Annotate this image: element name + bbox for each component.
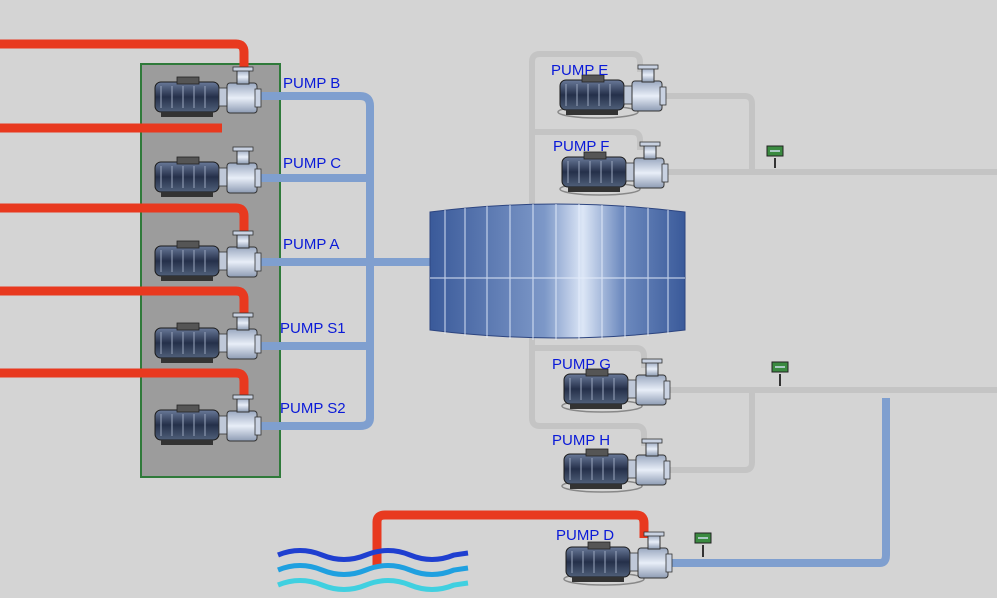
tank-icon <box>429 203 686 340</box>
pump-b-label: PUMP B <box>283 75 340 92</box>
motor-pump-icon[interactable] <box>154 394 262 445</box>
motor-pump-icon[interactable] <box>559 141 669 196</box>
motor-pump-icon[interactable] <box>154 312 262 363</box>
motor-pump-icon[interactable] <box>563 531 673 586</box>
motor-pump-icon[interactable] <box>561 438 671 493</box>
hot-supply-pipes <box>0 39 649 566</box>
pump-d-label: PUMP D <box>556 527 614 544</box>
pump-s1-label: PUMP S1 <box>280 320 346 337</box>
valve-icon[interactable] <box>766 145 784 168</box>
red-pipe-a <box>0 203 249 232</box>
motor-pump-icon[interactable] <box>557 64 667 119</box>
red-pipe-s2 <box>0 368 249 396</box>
red-pipe-s1 <box>0 286 249 316</box>
motor-pump-icon[interactable] <box>154 66 262 117</box>
gray-pipes <box>529 51 997 473</box>
valve-icon[interactable] <box>694 532 712 557</box>
pump-g-label: PUMP G <box>552 356 611 373</box>
motor-pump-icon[interactable] <box>154 230 262 281</box>
pump-h-label: PUMP H <box>552 432 610 449</box>
red-pipe-d <box>372 510 649 566</box>
pump-a-label: PUMP A <box>283 236 339 253</box>
motor-pump-icon[interactable] <box>561 358 671 413</box>
pump-s2-label: PUMP S2 <box>280 400 346 417</box>
valve-icon[interactable] <box>771 361 789 386</box>
pump-c-label: PUMP C <box>283 155 341 172</box>
pump-f-label: PUMP F <box>553 138 609 155</box>
pump-e-label: PUMP E <box>551 62 608 79</box>
motor-pump-icon[interactable] <box>154 146 262 197</box>
water-icon <box>277 548 469 592</box>
blue-header-pipes <box>260 92 890 567</box>
red-pipe-b <box>0 39 249 72</box>
